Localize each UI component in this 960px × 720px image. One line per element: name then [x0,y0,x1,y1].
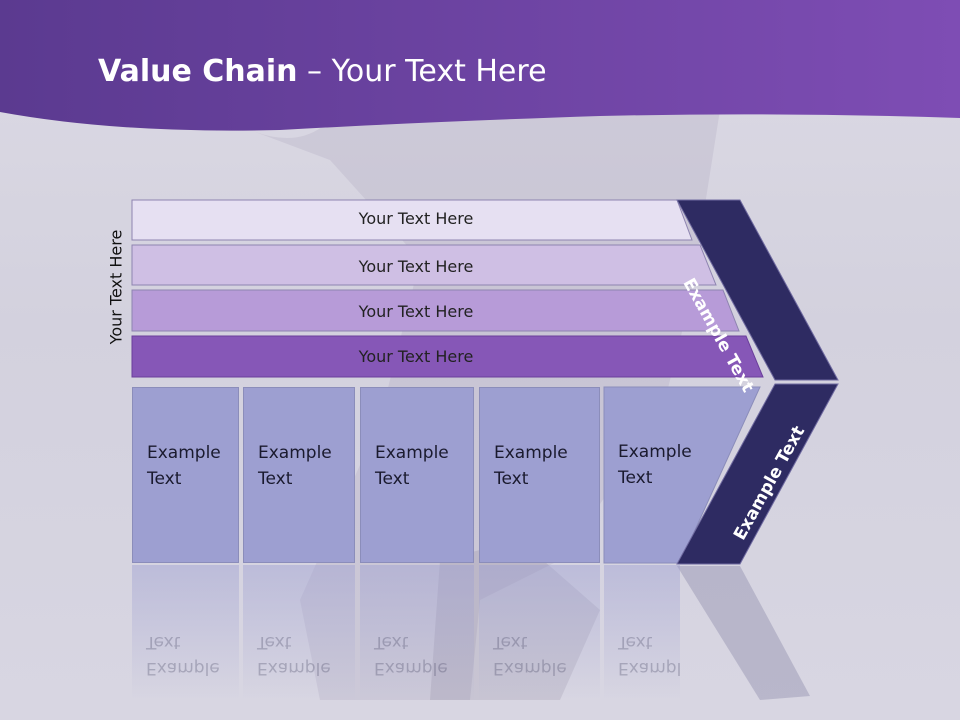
chevron-reflection [677,566,810,700]
bar-label-3: Your Text Here [358,302,474,321]
bar-shape-1 [131,199,693,241]
chevron-upper [676,199,839,381]
bar-label-2: Your Text Here [358,257,474,276]
bar-label-1: Your Text Here [358,209,474,228]
page-title: Value Chain – Your Text Here [98,54,547,89]
bar-shape-2 [131,244,717,286]
bar-shape-3 [131,289,740,332]
chevron-lower [676,383,839,565]
bar-label-4: Your Text Here [358,347,474,366]
header-banner [0,0,960,131]
bar-shape-4 [131,335,764,378]
